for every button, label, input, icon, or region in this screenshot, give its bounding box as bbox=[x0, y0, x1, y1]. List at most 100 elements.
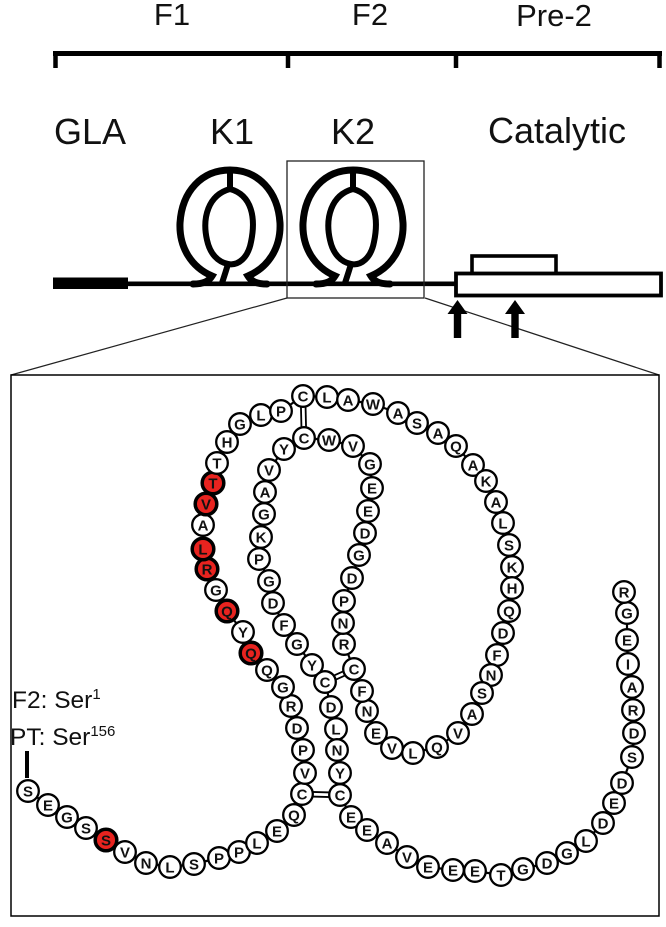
residue-letter: Q bbox=[245, 645, 257, 662]
residue-bead-106-D: D bbox=[591, 811, 615, 835]
cleavage-arrow-1 bbox=[447, 300, 468, 338]
residue-bead-9-S: S bbox=[182, 852, 206, 876]
residue-bead-108-D: D bbox=[610, 771, 634, 795]
disulfide-bond bbox=[332, 670, 347, 681]
residue-bead-115-G: G bbox=[615, 601, 639, 625]
residue-bead-40-A: A bbox=[386, 401, 410, 425]
residue-bead-16-V: V bbox=[293, 761, 317, 785]
residue-letter: P bbox=[276, 403, 286, 420]
residue-letter: N bbox=[338, 615, 349, 632]
residue-bead-14-Q: Q bbox=[282, 803, 306, 827]
residue-bead-112-A: A bbox=[620, 675, 644, 699]
residue-letter: E bbox=[609, 795, 619, 812]
residue-bead-28-A: A bbox=[191, 513, 215, 537]
residue-bead-41-S: S bbox=[405, 411, 429, 435]
residue-bead-70-D: D bbox=[353, 521, 377, 545]
residue-letter: A bbox=[468, 457, 479, 474]
residue-letter: V bbox=[120, 844, 130, 861]
residue-bead-74-V: V bbox=[341, 434, 365, 458]
residue-letter: Q bbox=[261, 662, 273, 679]
residue-letter: G bbox=[263, 573, 275, 590]
residue-bead-48-S: S bbox=[497, 533, 521, 557]
residue-bead-103-D: D bbox=[535, 851, 559, 875]
residue-bead-66-N: N bbox=[331, 611, 355, 635]
residue-letter: N bbox=[332, 742, 343, 759]
fragment-label-pre2: Pre-2 bbox=[516, 0, 592, 33]
disulfide-bond bbox=[300, 405, 307, 429]
cleavage-arrow-2 bbox=[505, 300, 525, 338]
residue-bead-65-R: R bbox=[332, 632, 356, 656]
residue-letter: G bbox=[277, 679, 289, 696]
residue-bead-56-A: A bbox=[460, 702, 484, 726]
residue-letter: L bbox=[331, 721, 340, 738]
residue-bead-21-Q: Q bbox=[255, 658, 279, 682]
residue-bead-60-V: V bbox=[380, 736, 404, 760]
residue-letter: Q bbox=[431, 739, 443, 756]
residue-letter: V bbox=[387, 740, 397, 757]
residue-bead-51-Q: Q bbox=[497, 599, 521, 623]
residue-letter: S bbox=[477, 685, 487, 702]
residue-letter: A bbox=[198, 517, 209, 534]
residue-letter: K bbox=[256, 529, 267, 546]
k2-highlight-box bbox=[286, 160, 425, 299]
residue-letter: D bbox=[347, 570, 358, 587]
residue-bead-37-L: L bbox=[315, 385, 339, 409]
catalytic-subdomain-box bbox=[470, 254, 558, 276]
residue-letter: D bbox=[542, 855, 553, 872]
residue-letter: G bbox=[210, 582, 222, 599]
residue-letter: G bbox=[234, 416, 246, 433]
residue-bead-34-L: L bbox=[249, 403, 273, 427]
residue-letter: W bbox=[366, 396, 381, 413]
residue-bead-45-K: K bbox=[474, 469, 498, 493]
residue-bead-30-T: T bbox=[200, 470, 226, 496]
residue-letter: G bbox=[291, 636, 303, 653]
residue-bead-17-P: P bbox=[291, 738, 315, 762]
residue-letter: L bbox=[498, 515, 507, 532]
residue-letter: P bbox=[339, 593, 349, 610]
residue-letter: P bbox=[298, 742, 308, 759]
residue-bead-76-C: C bbox=[292, 426, 316, 450]
residue-bead-47-L: L bbox=[491, 511, 515, 535]
residue-letter: P bbox=[214, 850, 224, 867]
residue-bead-46-A: A bbox=[484, 490, 508, 514]
residue-bead-32-H: H bbox=[215, 430, 239, 454]
residue-letter: G bbox=[258, 506, 270, 523]
residue-letter: D bbox=[598, 815, 609, 832]
residue-letter: Y bbox=[335, 765, 345, 782]
residue-bead-3-G: G bbox=[55, 805, 79, 829]
residue-letter: L bbox=[256, 407, 265, 424]
kringle-1-loop bbox=[176, 166, 284, 288]
residue-bead-89-D: D bbox=[319, 695, 343, 719]
residue-bead-96-A: A bbox=[375, 831, 399, 855]
residue-letter: F bbox=[357, 683, 366, 700]
residue-bead-75-W: W bbox=[317, 428, 341, 452]
residue-bead-26-R: R bbox=[194, 556, 220, 582]
zoom-connector-left bbox=[10, 297, 288, 376]
residue-letter: K bbox=[481, 473, 492, 490]
residue-letter: E bbox=[272, 823, 282, 840]
residue-bead-69-G: G bbox=[347, 543, 371, 567]
residue-bead-100-E: E bbox=[463, 859, 487, 883]
residue-bead-53-F: F bbox=[485, 643, 509, 667]
residue-letter: S bbox=[23, 783, 33, 800]
residue-letter: S bbox=[81, 820, 91, 837]
residue-letter: S bbox=[504, 537, 514, 554]
kringle-2-loop bbox=[299, 166, 407, 288]
residue-letter: R bbox=[619, 584, 630, 601]
residue-bead-63-F: F bbox=[350, 679, 374, 703]
residue-letter: V bbox=[264, 462, 274, 479]
catalytic-domain-box bbox=[454, 271, 663, 298]
residue-letter: L bbox=[581, 833, 590, 850]
residue-bead-44-A: A bbox=[461, 453, 485, 477]
residue-letter: D bbox=[360, 525, 371, 542]
residue-letter: A bbox=[467, 706, 478, 723]
residue-letter: C bbox=[335, 787, 346, 804]
residue-bead-90-L: L bbox=[324, 717, 348, 741]
residue-letter: H bbox=[222, 434, 233, 451]
residue-bead-59-L: L bbox=[401, 741, 425, 765]
residue-bead-12-L: L bbox=[245, 831, 269, 855]
residue-bead-27-L: L bbox=[190, 536, 216, 562]
residue-letter: L bbox=[252, 835, 261, 852]
residue-bead-71-E: E bbox=[356, 499, 380, 523]
